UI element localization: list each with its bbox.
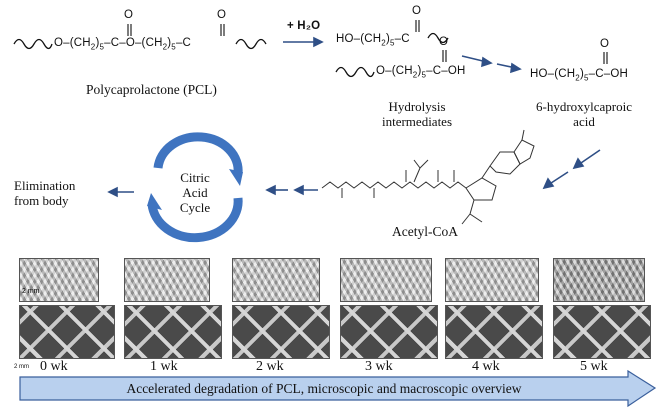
intermediate-a-wavy: [427, 32, 449, 44]
banner-text-wrap: Accelerated degradation of PCL, microsco…: [20, 377, 628, 400]
citric-line-1: Citric: [180, 170, 210, 185]
elimination-line-1: Elimination: [14, 178, 76, 193]
sub-5e: 5: [583, 73, 589, 83]
pcl-wavy-left: [13, 38, 53, 50]
product-part-1: HO–(CH: [530, 68, 576, 80]
intermediate-a-oxygen: O: [412, 5, 422, 17]
cycle-arrowhead-1: [229, 169, 243, 186]
macro-photo-2wk: [232, 258, 320, 302]
macro-photo-5wk: [553, 258, 645, 302]
week-label-0: 0 wk: [40, 359, 68, 374]
elimination-line-2: from body: [14, 193, 69, 208]
week-label-1: 1 wk: [150, 359, 178, 374]
arrows: [107, 36, 601, 198]
intermediate-wavy: [335, 66, 375, 78]
arrow-to-acetyl: [577, 149, 601, 166]
intermediate-a-part-2: –C: [394, 33, 410, 45]
sem-image-4wk: [445, 305, 543, 359]
macro-photo-0wk: [19, 258, 99, 302]
sub-5: 5: [99, 42, 105, 52]
pcl-oxygen-2: O: [217, 9, 227, 21]
sub-5c: 5: [389, 38, 395, 48]
sem-image-3wk: [340, 305, 438, 359]
week-label-5: 5 wk: [580, 359, 608, 374]
acetyl-coa-label: Acetyl-CoA: [392, 224, 458, 239]
citric-line-3: Cycle: [179, 200, 211, 215]
pcl-wavy-right: [235, 38, 267, 50]
sub-2d: 2: [412, 70, 418, 80]
macro-photo-3wk: [340, 258, 432, 302]
banner-text: Accelerated degradation of PCL, microsco…: [126, 380, 522, 396]
hydroxy-label: 6-hydroxylcaproic acid: [524, 99, 644, 129]
macro-photo-4wk: [445, 258, 539, 302]
water-label: + H₂O: [287, 20, 321, 32]
intermediate-a-formula: HO–(CH2)5–C: [336, 33, 410, 48]
cycle-arrowhead-2: [147, 193, 162, 210]
pcl-formula: O–(CH2)5–C–O–(CH2)5–C: [54, 37, 192, 52]
intermediate-b-oxygen: O: [439, 36, 449, 48]
intermediate-a-part-1: HO–(CH: [336, 33, 382, 45]
sub-5b: 5: [171, 42, 176, 52]
sub-2e: 2: [575, 73, 580, 83]
week-label-2: 2 wk: [256, 359, 284, 374]
citric-cycle-label: Citric Acid Cycle: [170, 170, 220, 215]
week-label-3: 3 wk: [365, 359, 393, 374]
sem-image-0wk: [19, 305, 115, 359]
sub-2b: 2: [162, 42, 168, 52]
hydroxy-line-1: 6-hydroxylcaproic: [535, 99, 633, 114]
hydrolysis-line-2: intermediates: [381, 114, 453, 129]
hydrolysis-label: Hydrolysis intermediates: [372, 99, 462, 129]
sem-scale-label: 2 mm: [14, 364, 29, 370]
citric-line-2: Acid: [182, 185, 208, 200]
intermediate-b-part-1: O–(CH: [376, 65, 413, 77]
sem-image-2wk: [232, 305, 330, 359]
week-label-4: 4 wk: [472, 359, 500, 374]
product-oxygen: O: [600, 38, 610, 50]
hydrolysis-line-1: Hydrolysis: [388, 99, 446, 114]
hydroxy-line-2: acid: [573, 114, 595, 129]
citric-cycle-arrows: [147, 132, 243, 243]
banner-arrow-shape: [19, 369, 657, 408]
pcl-formula-part-1: O–(CH: [54, 37, 91, 49]
macro-scale-label: 2 mm: [22, 288, 40, 295]
sem-image-5wk: [553, 305, 651, 359]
product-part-2: –C–OH: [588, 68, 628, 80]
pcl-formula-part-3: –C: [175, 37, 192, 49]
intermediate-b-part-2: –C–OH: [426, 65, 466, 77]
product-formula: HO–(CH2)5–C–OH: [530, 68, 628, 83]
sem-image-1wk: [124, 305, 222, 359]
sub-2: 2: [90, 42, 96, 52]
intermediate-b-formula: O–(CH2)5–C–OH: [376, 65, 466, 80]
sub-2c: 2: [381, 38, 386, 48]
elimination-label: Elimination from body: [14, 178, 75, 208]
pcl-label: Polycaprolactone (PCL): [86, 82, 217, 97]
pcl-oxygen-1: O: [124, 9, 134, 21]
pcl-formula-part-2: –C–O–(CH: [104, 37, 163, 49]
sub-5d: 5: [421, 70, 427, 80]
acetyl-coa-structure: [321, 129, 535, 225]
macro-photo-1wk: [124, 258, 210, 302]
